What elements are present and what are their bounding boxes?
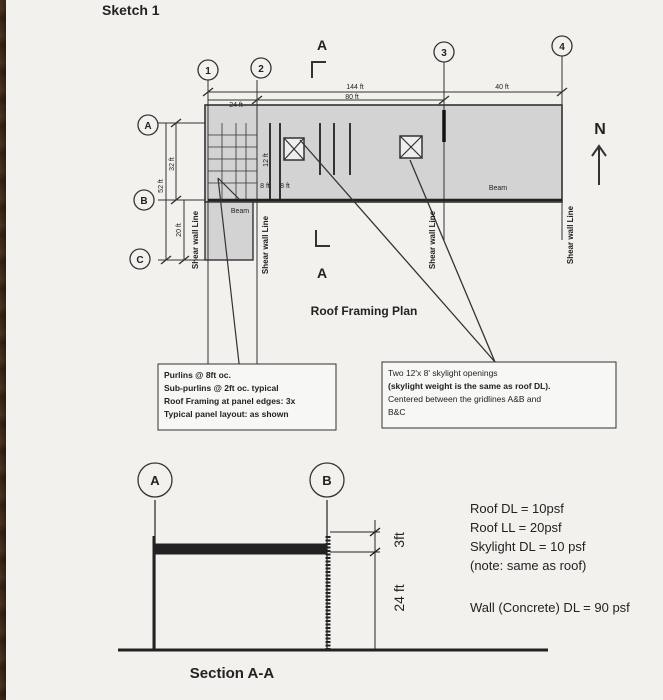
dim-inner: 80 ft: [345, 94, 359, 101]
section-label-b: B: [322, 473, 331, 488]
section-bubble-a: [137, 462, 173, 498]
grid-bubble-c: [129, 248, 151, 270]
grid-label-b: B: [140, 196, 147, 207]
dim-overall: 144 ft: [346, 84, 364, 91]
dim-sub3: 8 ft: [280, 183, 290, 190]
shear-wall-label: Shear wall Line: [261, 215, 270, 274]
note-left-line: Sub-purlins @ 2ft oc. typical: [164, 383, 279, 393]
load-line: Roof LL = 20psf: [470, 520, 562, 535]
note-right-line: (skylight weight is the same as roof DL)…: [388, 381, 550, 391]
dim-sub2: 8 ft: [260, 183, 270, 190]
roof-area-lower: [204, 201, 254, 261]
leader-right-2: [409, 159, 496, 363]
dim-ticks: [160, 87, 568, 265]
roof-plan: [158, 56, 607, 380]
sub-purlins: [208, 123, 257, 200]
dim-height-label: 24 ft: [391, 584, 407, 611]
leader-left-1: [217, 177, 241, 373]
shear-wall-label: Shear wall Line: [191, 210, 200, 269]
grid-label-2: 2: [258, 64, 264, 75]
beam-label: Beam: [231, 208, 249, 215]
plan-title: Roof Framing Plan: [311, 304, 418, 318]
grid-bubble-3: [433, 41, 455, 63]
section-cut-top: [311, 61, 326, 78]
dim-ab: 32 ft: [169, 157, 176, 171]
leader-right-1: [299, 139, 496, 363]
roof-slab: [154, 543, 328, 555]
section-marker-bottom: A: [317, 265, 327, 281]
dim-bc: 20 ft: [176, 223, 183, 237]
north-label: N: [594, 121, 606, 138]
grid-label-c: C: [136, 255, 143, 266]
section-title: Section A-A: [190, 665, 275, 682]
grid-bubble-2: [250, 57, 272, 79]
dim-ac: 52 ft: [158, 179, 165, 193]
section-bubble-b: [309, 462, 345, 498]
sheet-title: Sketch 1: [102, 2, 160, 18]
note-right-line: B&C: [388, 407, 405, 417]
grid-label-a: A: [144, 121, 151, 132]
shear-wall-label: Shear wall Line: [428, 210, 437, 269]
grid-label-1: 1: [205, 66, 211, 77]
note-left-line: Typical panel layout: as shown: [164, 409, 289, 419]
grid-bubble-b: [133, 189, 155, 211]
section-a-a: [118, 500, 548, 652]
section-marker-top: A: [317, 37, 327, 53]
beam-label: Beam: [489, 185, 507, 192]
note-box-right: [381, 361, 617, 429]
note-right-line: Two 12'x 8' skylight openings: [388, 368, 498, 378]
section-cut-bottom: [315, 230, 330, 247]
grid-bubbles: [129, 35, 573, 270]
note-right-line: Centered between the gridlines A&B and: [388, 394, 541, 404]
note-left-line: Purlins @ 8ft oc.: [164, 370, 231, 380]
purlins: [269, 123, 351, 200]
dim-left-bay: 24 ft: [229, 102, 243, 109]
note-left-line: Roof Framing at panel edges: 3x: [164, 396, 296, 406]
load-line: Roof DL = 10psf: [470, 501, 564, 516]
grid-bubble-1: [197, 59, 219, 81]
load-line: Skylight DL = 10 psf: [470, 539, 586, 554]
dim-right: 40 ft: [495, 84, 509, 91]
dim-sub1: 12 ft: [263, 153, 270, 167]
north-arrowhead: [591, 144, 607, 157]
load-line: Wall (Concrete) DL = 90 psf: [470, 600, 630, 615]
grid-label-4: 4: [559, 42, 565, 53]
leader-left-1b: [217, 177, 241, 201]
roof-area: [204, 104, 563, 203]
grid-bubble-4: [551, 35, 573, 57]
grid-bubble-a: [137, 114, 159, 136]
dim-top-label: 3ft: [391, 532, 407, 548]
grid-label-3: 3: [441, 48, 447, 59]
shear-wall-label: Shear wall Line: [566, 205, 575, 264]
note-box-left: [157, 363, 337, 431]
section-label-a: A: [150, 473, 160, 488]
load-line: (note: same as roof): [470, 558, 586, 573]
